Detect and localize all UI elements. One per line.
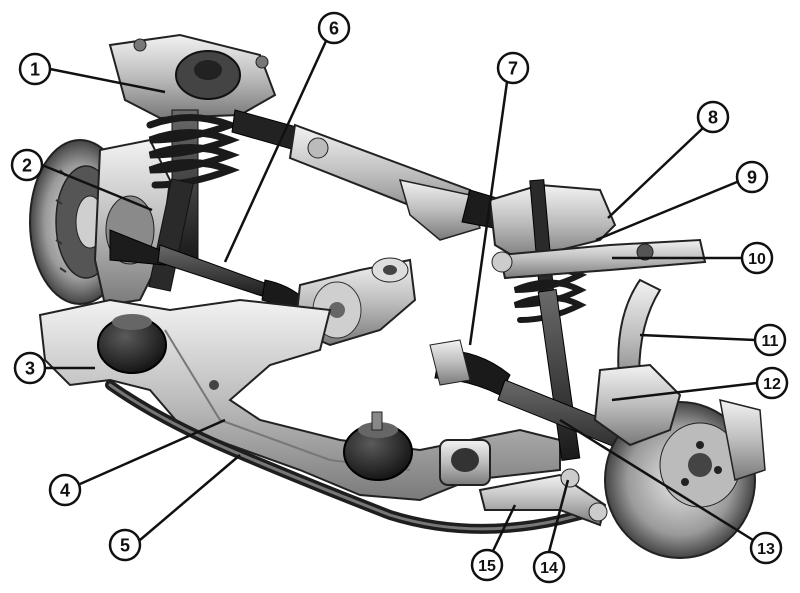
leader-line-2	[41, 163, 153, 212]
callout-11-label: 11	[762, 333, 779, 350]
callout-7-label: 7	[508, 59, 518, 79]
callout-4: 4	[48, 473, 82, 507]
leader-line-7	[468, 81, 509, 346]
callout-11: 11	[753, 323, 787, 357]
callout-3-label: 3	[25, 359, 35, 379]
leader-line-15	[491, 504, 517, 552]
leader-line-6	[223, 40, 328, 263]
subframe-mount-right	[343, 411, 413, 481]
callout-14-label: 14	[540, 560, 558, 577]
leader-line-11	[639, 333, 756, 342]
callout-13-label: 13	[757, 541, 775, 558]
callout-12-label: 12	[763, 376, 781, 393]
callout-12: 12	[755, 366, 789, 400]
leader-line-1	[49, 67, 166, 94]
callout-5: 5	[108, 528, 142, 562]
right-upper-arm	[491, 238, 707, 280]
callout-15-label: 15	[478, 558, 496, 575]
callout-2-label: 2	[22, 156, 32, 176]
callout-5-label: 5	[120, 536, 130, 556]
right-wheel-carrier	[593, 363, 766, 481]
callout-4-label: 4	[60, 481, 70, 501]
callout-8-label: 8	[708, 108, 718, 128]
subframe-mount-left	[97, 314, 167, 374]
callout-15: 15	[470, 548, 504, 582]
callout-14: 14	[532, 550, 566, 584]
callout-7: 7	[496, 51, 530, 85]
leader-line-9	[595, 180, 738, 242]
left-strut-mount	[108, 33, 277, 120]
callout-9: 9	[735, 160, 769, 194]
callout-9-label: 9	[747, 168, 757, 188]
lower-control-arm	[478, 468, 608, 527]
callout-8: 8	[696, 100, 730, 134]
anti-roll-bar	[105, 380, 605, 534]
steering-rack	[231, 109, 521, 241]
leader-line-13	[559, 418, 754, 542]
callout-2: 2	[10, 148, 44, 182]
callout-13: 13	[749, 531, 783, 565]
callout-10: 10	[740, 241, 774, 275]
leader-line-12	[611, 381, 758, 402]
differential	[293, 257, 417, 347]
callout-1: 1	[18, 52, 52, 86]
callout-6: 6	[317, 11, 351, 45]
leader-line-4	[79, 418, 226, 486]
bushing-block	[439, 439, 491, 486]
callout-1-label: 1	[30, 60, 40, 80]
callout-10-label: 10	[748, 251, 766, 268]
leader-line-8	[607, 127, 704, 219]
callout-6-label: 6	[329, 19, 339, 39]
leader-line-5	[139, 454, 241, 541]
callout-leaders	[41, 40, 758, 553]
leader-line-14	[547, 479, 570, 553]
callout-3: 3	[13, 351, 47, 385]
left-drive-shaft	[109, 229, 306, 319]
